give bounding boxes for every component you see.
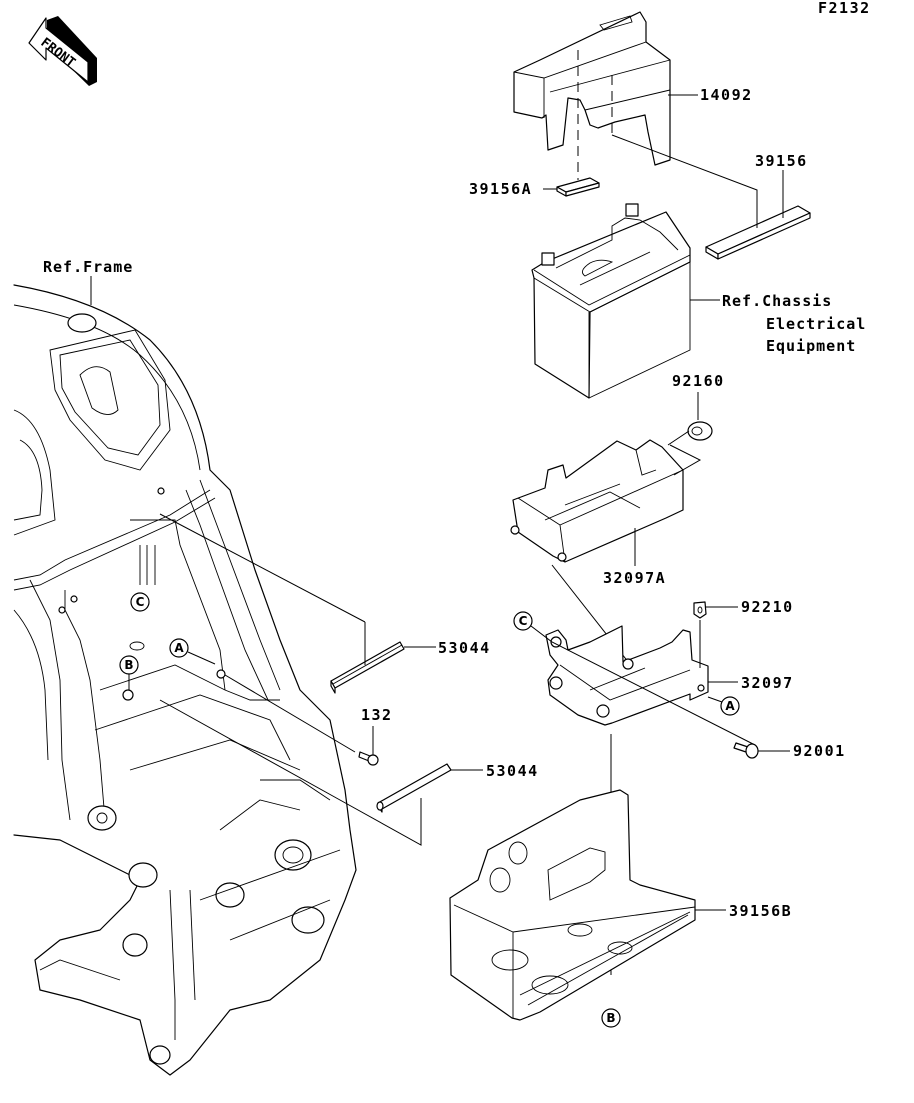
ref-chassis-line3: Equipment xyxy=(766,337,856,355)
label-32097: 32097 xyxy=(741,674,794,692)
marker-b-bottom: B xyxy=(601,1008,621,1028)
part-14092-cover[interactable] xyxy=(513,11,671,180)
label-53044-upper: 53044 xyxy=(438,639,491,657)
label-39156: 39156 xyxy=(755,152,808,170)
part-132-bolt[interactable] xyxy=(358,751,379,766)
part-92001-bolt[interactable] xyxy=(733,742,759,759)
part-53044-upper-strip[interactable] xyxy=(330,641,405,694)
svg-text:C: C xyxy=(136,595,145,609)
frame-reference xyxy=(13,284,357,1076)
label-39156B: 39156B xyxy=(729,902,792,920)
label-39156A: 39156A xyxy=(469,180,532,198)
label-14092: 14092 xyxy=(700,86,753,104)
marker-c-right: C xyxy=(513,611,533,631)
diagram-code: F2132 xyxy=(818,0,871,17)
svg-text:A: A xyxy=(725,699,735,713)
part-32097A-battery-case[interactable] xyxy=(510,439,684,563)
svg-text:A: A xyxy=(174,641,184,655)
front-arrow-icon: FRONT xyxy=(28,16,97,86)
part-39156A-pad[interactable] xyxy=(556,177,600,197)
part-53044-lower-strip[interactable] xyxy=(376,763,452,813)
part-92210-clip[interactable] xyxy=(693,601,707,619)
part-39156B-tray[interactable] xyxy=(449,789,696,1021)
svg-text:B: B xyxy=(124,658,133,672)
label-132: 132 xyxy=(361,706,393,724)
marker-a-frame: A xyxy=(169,638,189,658)
svg-text:C: C xyxy=(519,614,528,628)
ref-chassis-line2: Electrical xyxy=(766,315,866,333)
part-32097-bracket[interactable] xyxy=(545,625,709,726)
marker-b-frame: B xyxy=(119,655,139,675)
marker-a-right: A xyxy=(720,696,740,716)
marker-c-frame: C xyxy=(130,592,150,612)
label-92160: 92160 xyxy=(672,372,725,390)
label-53044-lower: 53044 xyxy=(486,762,539,780)
label-92001: 92001 xyxy=(793,742,846,760)
part-39156-pad[interactable] xyxy=(705,205,811,260)
ref-frame: Ref.Frame xyxy=(43,258,133,276)
part-92160-grommet[interactable] xyxy=(687,421,713,441)
label-32097A: 32097A xyxy=(603,569,666,587)
battery[interactable] xyxy=(531,203,691,399)
svg-text:B: B xyxy=(606,1011,615,1025)
ref-chassis-line1: Ref.Chassis xyxy=(722,292,832,310)
label-92210: 92210 xyxy=(741,598,794,616)
